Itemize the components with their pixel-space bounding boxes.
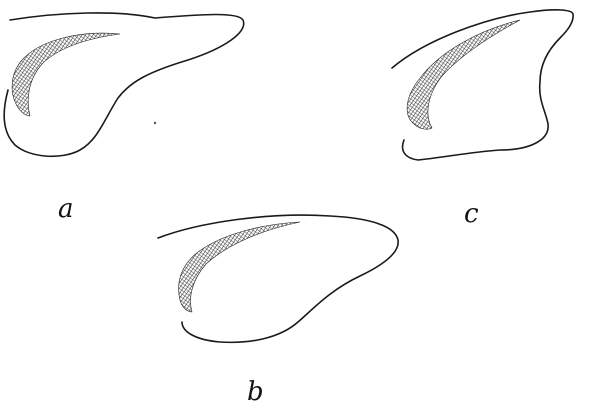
panel-c-label: c xyxy=(464,199,479,229)
panel-a-label: a xyxy=(58,194,74,224)
panel-c: c xyxy=(392,10,573,229)
panel-b-shaded-region xyxy=(179,222,300,312)
panel-b: b xyxy=(158,215,398,407)
panel-a: a xyxy=(4,13,244,224)
panel-a-shaded-region xyxy=(12,33,120,116)
panel-a-outline xyxy=(4,13,244,156)
panel-b-label: b xyxy=(247,377,264,407)
panel-c-shaded-region xyxy=(407,20,520,129)
speck-dot xyxy=(154,122,156,124)
